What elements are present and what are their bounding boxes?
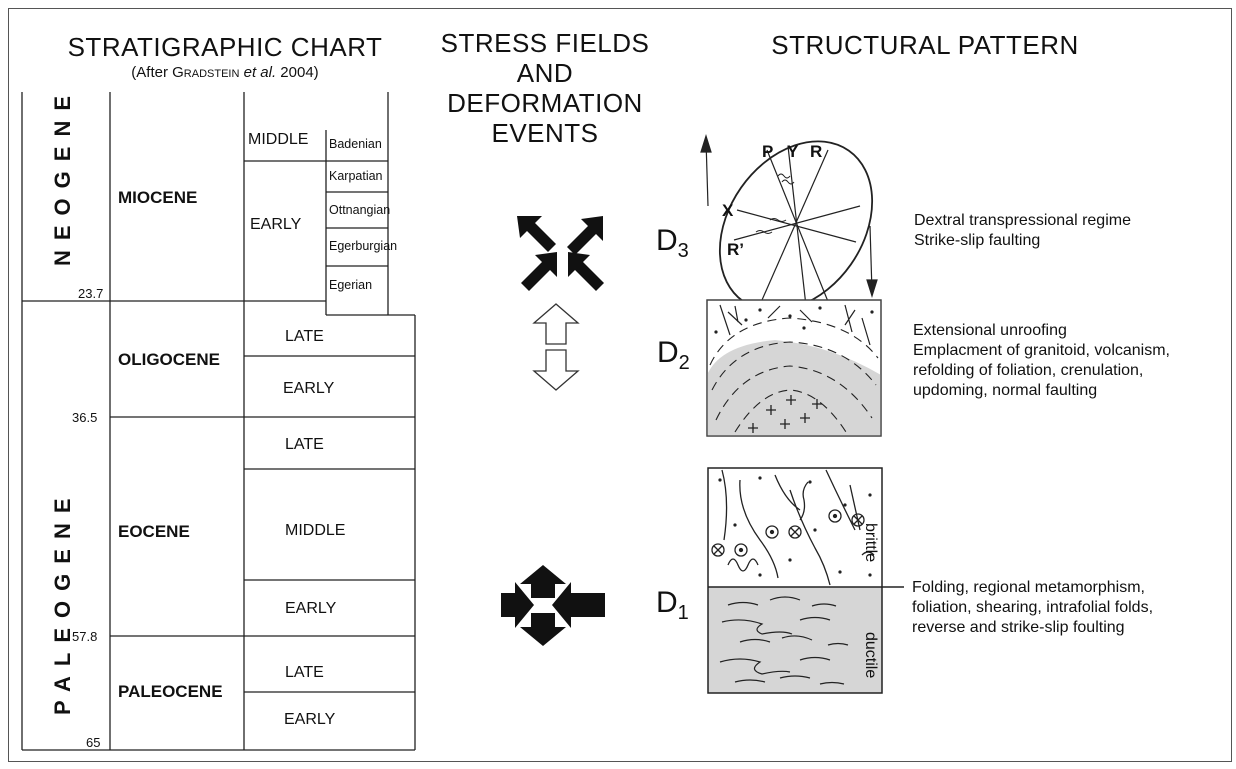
d3-strain-ellipse — [700, 133, 878, 312]
d2-description: Extensional unroofing Emplacment of gran… — [913, 321, 1170, 401]
d1-description-line-1: Folding, regional metamorphism, — [912, 579, 1145, 596]
d1-arrow-right — [552, 582, 605, 628]
d1-arrow-left — [501, 582, 534, 628]
d3-description: Dextral transpressional regime Strike-sl… — [914, 211, 1131, 251]
d3-arrow-se — [568, 252, 604, 291]
label-ductile: ductile — [862, 632, 879, 679]
d3-arrow-sw — [521, 252, 557, 291]
figure-frame — [8, 8, 1232, 762]
epoch-oligocene: OLIGOCENE — [118, 350, 221, 369]
d3-description-line-2: Strike-slip faulting — [914, 232, 1041, 249]
age-57-8: 57.8 — [72, 629, 98, 644]
stress-fields-title: STRESS FIELDS AND DEFORMATION EVENTS — [415, 28, 675, 148]
ellipse-label-y: Y — [787, 142, 799, 161]
subepoch-paleocene-early: EARLY — [284, 711, 336, 728]
period-paleogene: PALEOGENE — [50, 488, 75, 715]
d1-compression-arrows — [501, 565, 605, 646]
d3-arrow-nw — [517, 216, 556, 252]
subepoch-oligocene-late: LATE — [285, 328, 324, 345]
stage-karpatian: Karpatian — [329, 169, 383, 183]
citation-etal: et al. — [243, 64, 277, 81]
event-d2-label: D2 — [657, 336, 690, 374]
citation-year: 2004) — [276, 64, 319, 81]
d2-arrow-down — [532, 349, 580, 391]
d2-description-line-3: refolding of foliation, crenulation, — [913, 362, 1144, 379]
subepoch-miocene-early: EARLY — [250, 216, 302, 233]
stress-title-line-3: DEFORMATION — [447, 88, 643, 118]
ellipse-label-p: P — [762, 142, 774, 161]
subepoch-eocene-early: EARLY — [285, 600, 337, 617]
d3-description-line-1: Dextral transpressional regime — [914, 212, 1131, 229]
label-brittle: brittle — [862, 523, 879, 563]
d2-arrow-up — [532, 303, 580, 345]
subepoch-eocene-late: LATE — [285, 436, 324, 453]
d3-arrow-ne — [567, 216, 603, 255]
stratigraphic-chart-title: STRATIGRAPHIC CHART — [67, 32, 383, 62]
period-neogene: NEOGENE — [50, 85, 75, 266]
stratigraphic-chart-citation: (After Gradstein et al. 2004) — [45, 64, 405, 81]
d2-description-line-4: updoming, normal faulting — [913, 382, 1098, 399]
d1-arrow-bottom — [520, 613, 566, 646]
epoch-paleocene: PALEOCENE — [118, 682, 223, 701]
subepoch-paleocene-late: LATE — [285, 664, 324, 681]
stress-title-line-4: EVENTS — [491, 118, 599, 148]
d2-description-line-1: Extensional unroofing — [913, 322, 1067, 339]
ellipse-label-x: X — [722, 201, 734, 220]
epoch-miocene: MIOCENE — [118, 188, 198, 207]
stage-egerburgian: Egerburgian — [329, 239, 398, 253]
stress-title-line-2: AND — [516, 58, 574, 88]
strat-table-lines — [21, 92, 416, 751]
ellipse-label-r-prime: R’ — [727, 240, 744, 259]
ellipse-label-r: R — [810, 142, 823, 161]
structural-pattern-title: STRUCTURAL PATTERN — [771, 30, 1079, 60]
age-36-5: 36.5 — [72, 410, 98, 425]
stage-badenian: Badenian — [329, 137, 382, 151]
stage-ottnangian: Ottnangian — [329, 203, 391, 217]
d1-arrow-top — [520, 565, 566, 598]
stage-egerian: Egerian — [329, 278, 373, 292]
event-d3-label: D3 — [656, 224, 689, 262]
event-d1-label: D1 — [656, 586, 689, 624]
subepoch-miocene-middle: MIDDLE — [248, 131, 309, 148]
epoch-eocene: EOCENE — [118, 522, 190, 541]
stress-title-line-1: STRESS FIELDS — [440, 28, 650, 58]
age-65: 65 — [86, 735, 101, 750]
age-23-7: 23.7 — [78, 286, 104, 301]
d1-description-line-3: reverse and strike-slip foulting — [912, 619, 1125, 636]
d2-description-line-2: Emplacment of granitoid, volcanism, — [913, 342, 1170, 359]
subepoch-oligocene-early: EARLY — [283, 380, 335, 397]
citation-prefix: (After — [131, 64, 173, 81]
d1-description-line-2: foliation, shearing, intrafolial folds, — [912, 599, 1154, 616]
citation-author: Gradstein — [172, 64, 240, 81]
d2-extension-arrows — [532, 303, 580, 391]
d1-description: Folding, regional metamorphism, foliatio… — [912, 578, 1153, 638]
d2-structure-box — [706, 299, 882, 437]
d3-compression-arrows — [517, 216, 604, 291]
d1-structure-box — [707, 467, 904, 694]
subepoch-eocene-middle: MIDDLE — [285, 522, 346, 539]
